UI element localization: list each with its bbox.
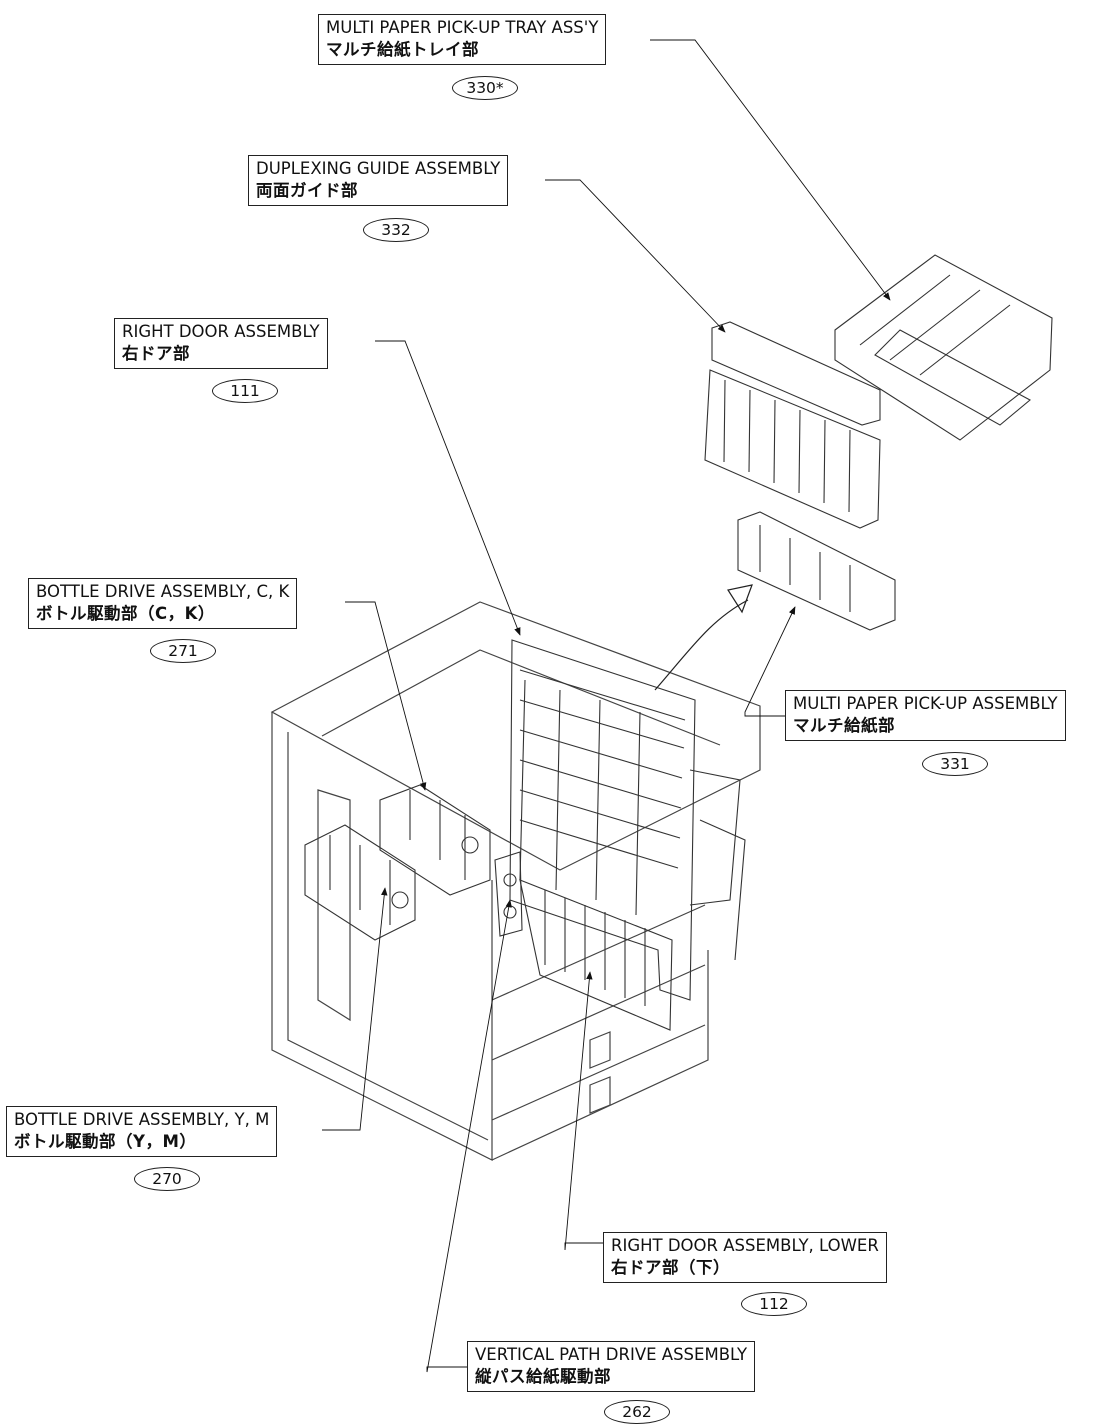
callout-right-door-lower: RIGHT DOOR ASSEMBLY, LOWER 右ドア部（下）: [603, 1232, 887, 1283]
callout-multi-paper-pick-up-tray: MULTI PAPER PICK-UP TRAY ASS'Y マルチ給紙トレイ部: [318, 14, 607, 65]
printer-body: [270, 601, 761, 1161]
ref-number-331: 331: [922, 752, 988, 776]
callout-label-jp: マルチ給紙トレイ部: [326, 40, 479, 59]
callout-label-jp: ボトル駆動部（C，K）: [36, 604, 215, 623]
callout-label-en: BOTTLE DRIVE ASSEMBLY, C, K: [36, 582, 290, 601]
multi-paper-pick-up-part: [737, 511, 896, 631]
callout-label-jp: マルチ給紙部: [793, 716, 895, 735]
callout-label-en: RIGHT DOOR ASSEMBLY: [122, 322, 320, 341]
ref-number-262: 262: [604, 1400, 670, 1424]
callout-label-en: DUPLEXING GUIDE ASSEMBLY: [256, 159, 501, 178]
ref-number-111: 111: [212, 379, 278, 403]
callout-bottle-drive-ym: BOTTLE DRIVE ASSEMBLY, Y, M ボトル駆動部（Y，M）: [6, 1106, 278, 1157]
callout-duplexing-guide: DUPLEXING GUIDE ASSEMBLY 両面ガイド部: [248, 155, 509, 206]
ref-number-112: 112: [741, 1292, 807, 1316]
callout-label-en: MULTI PAPER PICK-UP ASSEMBLY: [793, 694, 1058, 713]
callout-label-jp: ボトル駆動部（Y，M）: [14, 1132, 197, 1151]
callout-bottle-drive-ck: BOTTLE DRIVE ASSEMBLY, C, K ボトル駆動部（C，K）: [28, 578, 298, 629]
callout-label-en: BOTTLE DRIVE ASSEMBLY, Y, M: [14, 1110, 270, 1129]
removal-direction-arrow: [654, 599, 749, 691]
vertical-path-drive-part: [494, 851, 523, 937]
callout-label-en: RIGHT DOOR ASSEMBLY, LOWER: [611, 1236, 879, 1255]
callout-multi-paper-pick-up: MULTI PAPER PICK-UP ASSEMBLY マルチ給紙部: [785, 690, 1066, 741]
callout-right-door: RIGHT DOOR ASSEMBLY 右ドア部: [114, 318, 328, 369]
right-door-lower-part: [519, 879, 673, 1031]
callout-label-en: MULTI PAPER PICK-UP TRAY ASS'Y: [326, 18, 599, 37]
callout-label-jp: 両面ガイド部: [256, 181, 358, 200]
ref-number-332: 332: [363, 218, 429, 242]
callout-label-jp: 縦パス給紙駆動部: [475, 1367, 611, 1386]
multi-paper-pick-up-tray-part: [834, 254, 1053, 441]
bottle-drive-ym-part: [304, 824, 416, 941]
callout-label-jp: 右ドア部（下）: [611, 1258, 730, 1277]
leader-lines: [322, 39, 891, 1373]
callout-label-en: VERTICAL PATH DRIVE ASSEMBLY: [475, 1345, 748, 1364]
ref-number-270: 270: [134, 1167, 200, 1191]
callout-vertical-path-drive: VERTICAL PATH DRIVE ASSEMBLY 縦パス給紙駆動部: [467, 1341, 756, 1392]
ref-number-330: 330*: [452, 76, 518, 100]
duplexing-guide-part: [704, 321, 881, 529]
callout-label-jp: 右ドア部: [122, 344, 190, 363]
ref-number-271: 271: [150, 639, 216, 663]
